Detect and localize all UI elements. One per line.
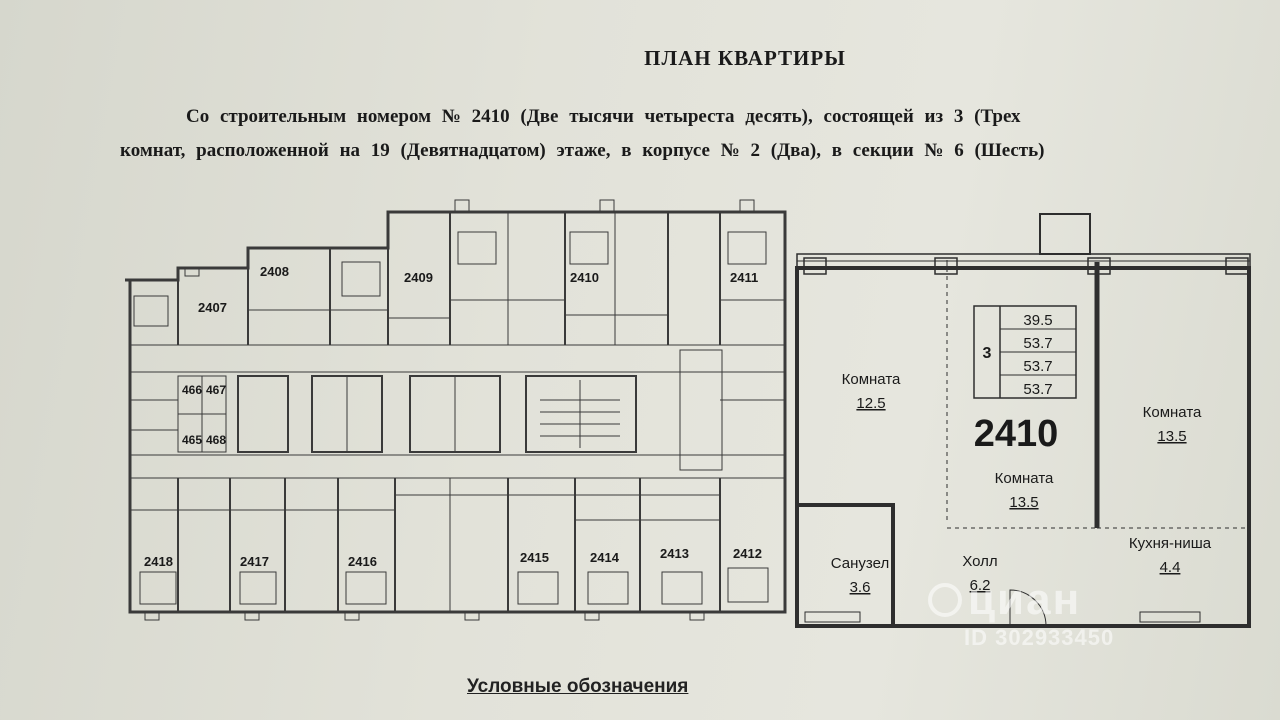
unit-label: 2417 — [240, 554, 269, 569]
description-line-2: комнат, расположенной на 19 (Девятнадцат… — [120, 140, 1045, 161]
rooms-count: 3 — [983, 345, 992, 362]
unit-label: 2411 — [730, 270, 758, 285]
apartment-plan — [795, 213, 1251, 628]
area-value: 53.7 — [1023, 381, 1052, 398]
watermark-logo: циан — [968, 575, 1082, 624]
unit-label: 2416 — [348, 554, 377, 569]
unit-label: 2415 — [520, 550, 549, 565]
room-area: 4.4 — [1160, 559, 1181, 576]
room-area: 13.5 — [1157, 428, 1186, 445]
room-name: Санузел — [831, 555, 889, 572]
storage-label: 467 — [206, 383, 226, 397]
legend-title: Условные обозначения — [467, 676, 689, 697]
unit-label: 2410 — [570, 270, 599, 285]
unit-label: 2414 — [590, 550, 620, 565]
room-name: Комната — [842, 371, 901, 388]
floor-plan — [125, 199, 787, 621]
description-line-1: Со строительным номером № 2410 (Две тыся… — [186, 106, 1021, 127]
storage-label: 466 — [182, 383, 202, 397]
room-name: Комната — [995, 470, 1054, 487]
area-value: 53.7 — [1023, 358, 1052, 375]
room-area: 6.2 — [970, 577, 991, 594]
storage-label: 468 — [206, 433, 226, 447]
room-area: 3.6 — [850, 579, 871, 596]
unit-label: 2413 — [660, 546, 689, 561]
room-name: Холл — [962, 553, 997, 570]
watermark: циан ID 302933450 — [928, 575, 1168, 655]
area-value: 53.7 — [1023, 335, 1052, 352]
cian-logo-icon — [928, 583, 962, 617]
room-area: 13.5 — [1009, 494, 1038, 511]
apartment-number: 2410 — [974, 413, 1059, 455]
unit-label: 2412 — [733, 546, 762, 561]
storage-label: 465 — [182, 433, 202, 447]
room-area: 12.5 — [856, 395, 885, 412]
page-title: ПЛАН КВАРТИРЫ — [644, 46, 846, 70]
unit-label: 2408 — [260, 264, 289, 279]
unit-label: 2407 — [198, 300, 227, 315]
room-name: Кухня-ниша — [1129, 535, 1212, 552]
unit-label: 2409 — [404, 270, 433, 285]
unit-label: 2418 — [144, 554, 173, 569]
watermark-id: ID 302933450 — [964, 625, 1115, 650]
area-value: 39.5 — [1023, 312, 1052, 329]
room-name: Комната — [1143, 404, 1202, 421]
